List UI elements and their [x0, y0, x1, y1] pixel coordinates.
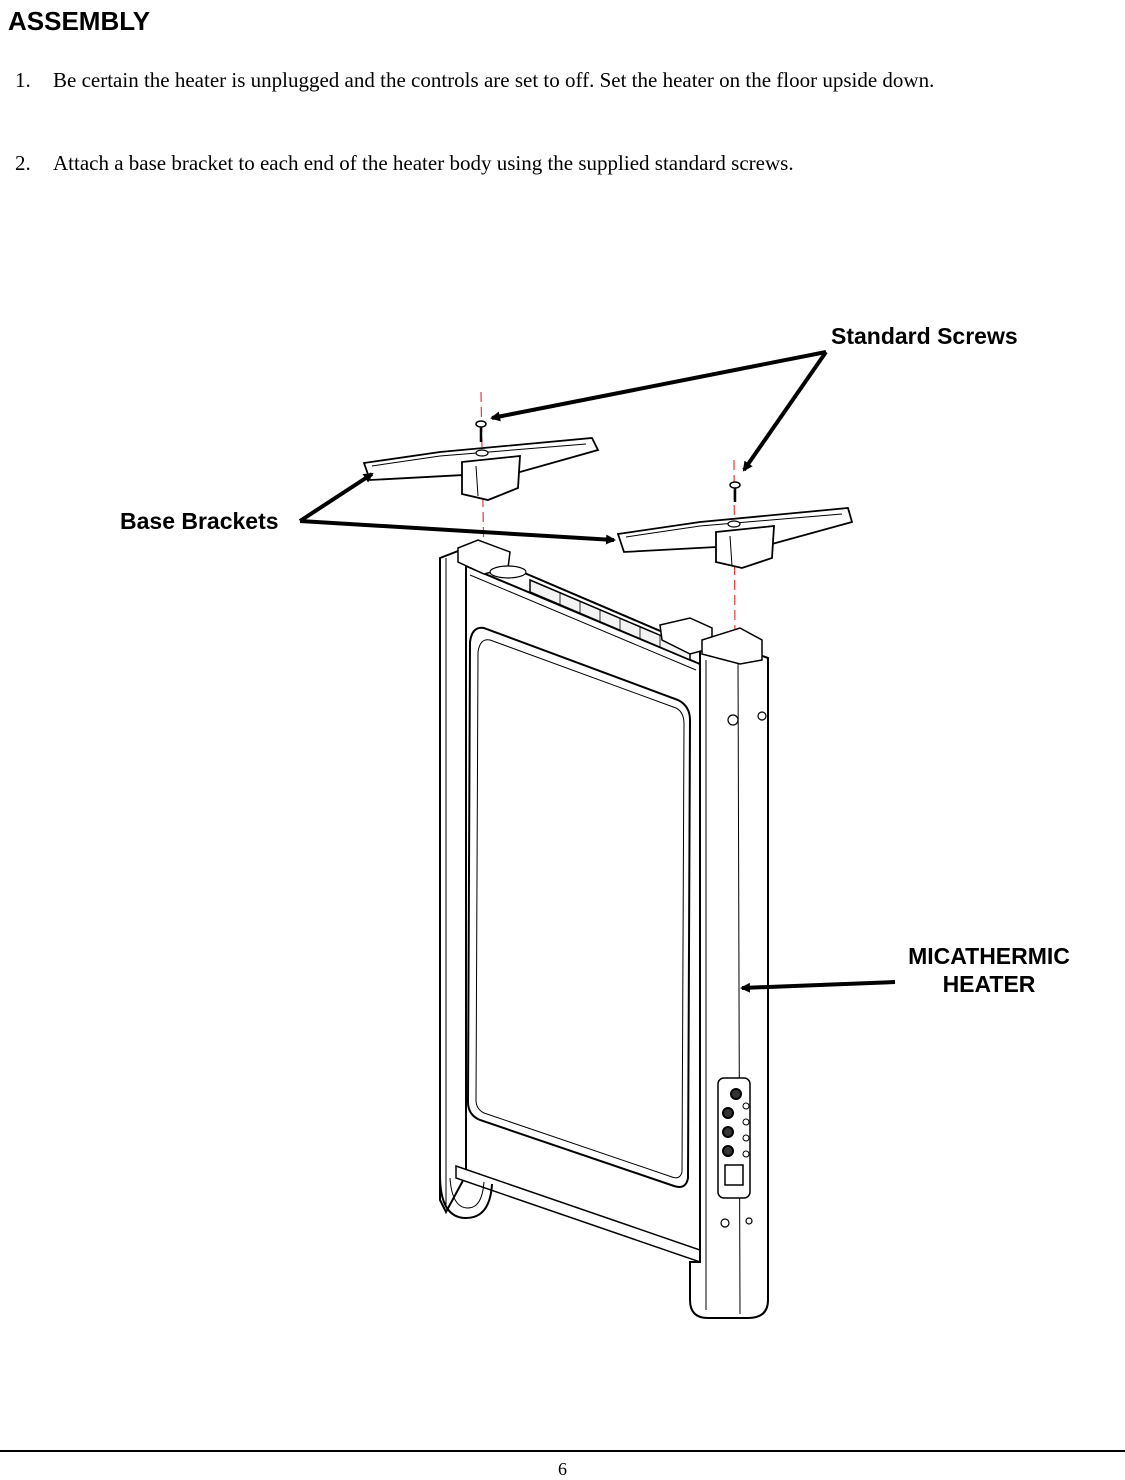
callout-arrows [298, 350, 896, 993]
heater-body [439, 539, 769, 1319]
base-bracket-right [616, 507, 854, 569]
heater-label-line-2: HEATER [942, 971, 1036, 997]
instruction-step-2: 2. Attach a base bracket to each end of t… [15, 151, 794, 176]
instruction-step-1: 1. Be certain the heater is unplugged and… [15, 68, 934, 93]
step-number: 2. [15, 151, 31, 175]
base-brackets-label: Base Brackets [120, 508, 279, 534]
standard-screws-label: Standard Screws [831, 323, 1018, 349]
standard-screw-1 [475, 420, 487, 442]
heater-label-line-1: MICATHERMIC [908, 943, 1070, 969]
step-text: Be certain the heater is unplugged and t… [53, 68, 935, 92]
section-heading: ASSEMBLY [8, 6, 151, 36]
standard-screw-2 [729, 481, 741, 502]
alignment-lines [480, 391, 736, 646]
step-text: Attach a base bracket to each end of the… [53, 151, 794, 175]
footer-divider [0, 1450, 1125, 1452]
base-bracket-left [362, 437, 600, 501]
micathermic-heater-label: MICATHERMIC HEATER [895, 942, 1083, 998]
step-number: 1. [15, 68, 31, 92]
page-number: 6 [558, 1459, 567, 1479]
